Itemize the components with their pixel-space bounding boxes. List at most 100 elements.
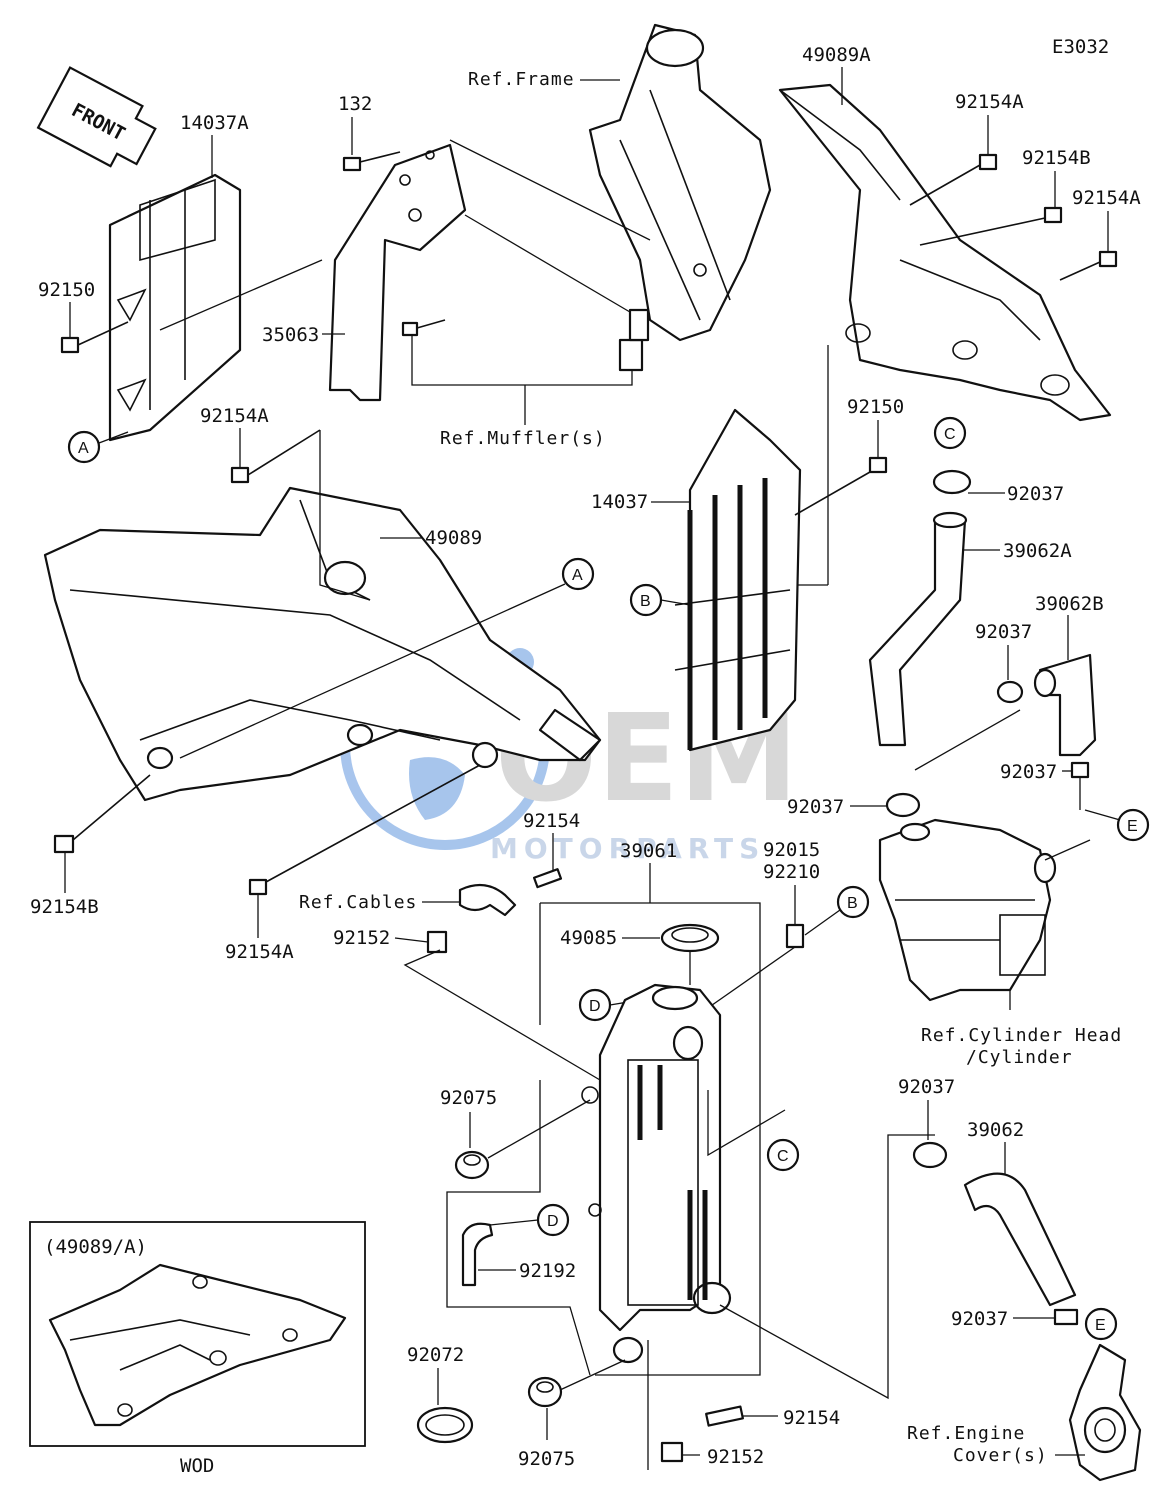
label-92075-bot: 92075	[518, 1448, 575, 1470]
clamp-92037-c	[932, 469, 972, 495]
svg-text:E: E	[1127, 818, 1138, 835]
inset-box: (49089/A) WOD	[29, 1221, 366, 1477]
bolt-92150-left	[60, 321, 129, 354]
label-ref-engine-2: Cover(s)	[953, 1445, 1048, 1466]
label-92037-b1: 92037	[975, 621, 1032, 643]
svg-text:A: A	[78, 440, 89, 457]
callout-a-left: A	[67, 430, 129, 464]
label-92150-left: 92150	[38, 279, 95, 301]
svg-text:A: A	[572, 567, 583, 584]
cable-clamp	[458, 883, 517, 917]
label-92154a-right: 92154A	[1072, 187, 1141, 209]
bolt-92154a-low	[248, 764, 481, 896]
cylinder-head-reference	[878, 818, 1057, 1002]
bolt-92150-mid	[794, 456, 888, 516]
bolt-92154-bot	[705, 1405, 744, 1427]
label-92152-left: 92152	[333, 927, 390, 949]
label-49085: 49085	[560, 927, 617, 949]
grommet-92075-top	[454, 1150, 490, 1180]
bracket-35063	[328, 143, 467, 402]
engine-cover-reference	[1068, 1343, 1142, 1482]
label-92075-top: 92075	[440, 1087, 497, 1109]
collar-92152-bot	[660, 1441, 684, 1463]
callout-e-lower: E	[1084, 1307, 1118, 1341]
label-39062a: 39062A	[1003, 540, 1072, 562]
bolt-92154b-left	[53, 774, 151, 854]
label-92154a-mid: 92154A	[200, 405, 269, 427]
label-92154-cab: 92154	[523, 810, 580, 832]
label-92154b-left: 92154B	[30, 896, 99, 918]
frame-reference	[588, 23, 772, 342]
callout-a-mid: A	[179, 557, 595, 759]
callout-b-lower: B	[804, 885, 870, 936]
label-92037-c: 92037	[1007, 483, 1064, 505]
bolt-92154a-mid	[230, 429, 321, 484]
label-92154b-top: 92154B	[1022, 147, 1091, 169]
bolt-92154b-top	[919, 206, 1063, 246]
label-ref-cylinder-2: /Cylinder	[966, 1047, 1073, 1068]
grommet-92075-bot	[527, 1376, 563, 1408]
callout-c-upper: C	[933, 416, 967, 450]
label-14037a: 14037A	[180, 112, 249, 134]
label-39062b: 39062B	[1035, 593, 1104, 615]
radiator-guard-14037	[674, 408, 802, 752]
cap-49085	[660, 923, 720, 953]
clip-92015	[785, 923, 805, 949]
callout-d-lower: D	[489, 1203, 570, 1237]
svg-text:B: B	[640, 593, 651, 610]
svg-text:E: E	[1095, 1317, 1106, 1334]
label-ref-cylinder-1: Ref.Cylinder Head	[921, 1025, 1122, 1046]
collar-92152-left	[426, 930, 448, 954]
label-92154a-low: 92154A	[225, 941, 294, 963]
callout-b-upper: B	[629, 583, 691, 617]
hose-39062a	[868, 511, 968, 747]
label-ref-cables: Ref.Cables	[299, 892, 417, 913]
label-92037-low: 92037	[898, 1076, 955, 1098]
label-39062: 39062	[967, 1119, 1024, 1141]
inset-title: (49089/A)	[44, 1236, 147, 1258]
label-92037-b2: 92037	[1000, 761, 1057, 783]
inset-note: WOD	[180, 1455, 214, 1477]
label-ref-frame: Ref.Frame	[468, 69, 575, 90]
muffler-mount-tab	[618, 308, 650, 372]
label-92154a-top: 92154A	[955, 91, 1024, 113]
svg-text:B: B	[847, 895, 858, 912]
label-92154-bot: 92154	[783, 1407, 840, 1429]
clamp-92037-b2	[1070, 761, 1090, 779]
svg-text:D: D	[589, 998, 601, 1015]
band-92072	[416, 1406, 474, 1444]
shroud-49089a	[778, 83, 1112, 422]
label-92192: 92192	[519, 1260, 576, 1282]
label-39061: 39061	[620, 840, 677, 862]
hose-39062b	[1033, 653, 1097, 757]
label-49089: 49089	[425, 527, 482, 549]
label-92210: 92210	[763, 861, 820, 883]
clamp-92037-b1	[996, 680, 1024, 704]
hose-39062	[963, 1172, 1077, 1307]
label-49089a: 49089A	[802, 44, 871, 66]
bolt-92154-cab	[532, 868, 563, 889]
svg-text:C: C	[944, 426, 956, 443]
label-14037: 14037	[591, 491, 648, 513]
label-92015: 92015	[763, 839, 820, 861]
diagram-code: E3032	[1052, 36, 1109, 58]
radiator-39061	[581, 983, 732, 1364]
svg-text:D: D	[547, 1213, 559, 1230]
callout-e-upper: E	[1079, 778, 1150, 842]
clamp-92037-e	[885, 792, 921, 818]
label-132: 132	[338, 93, 372, 115]
svg-text:C: C	[777, 1148, 789, 1165]
radiator-guard-14037a	[108, 173, 242, 442]
bolt-132	[342, 151, 401, 172]
label-92152-bot: 92152	[707, 1446, 764, 1468]
label-92037-eng: 92037	[951, 1308, 1008, 1330]
watermark-sub: MOTORPARTS	[490, 832, 765, 865]
bolt-92154a-top	[909, 153, 998, 206]
clamp-92037-eng	[1053, 1308, 1079, 1326]
front-arrow-icon: FRONT	[36, 66, 157, 168]
label-ref-engine-1: Ref.Engine	[907, 1423, 1025, 1444]
callout-c-lower: C	[707, 1090, 800, 1172]
label-92072: 92072	[407, 1344, 464, 1366]
